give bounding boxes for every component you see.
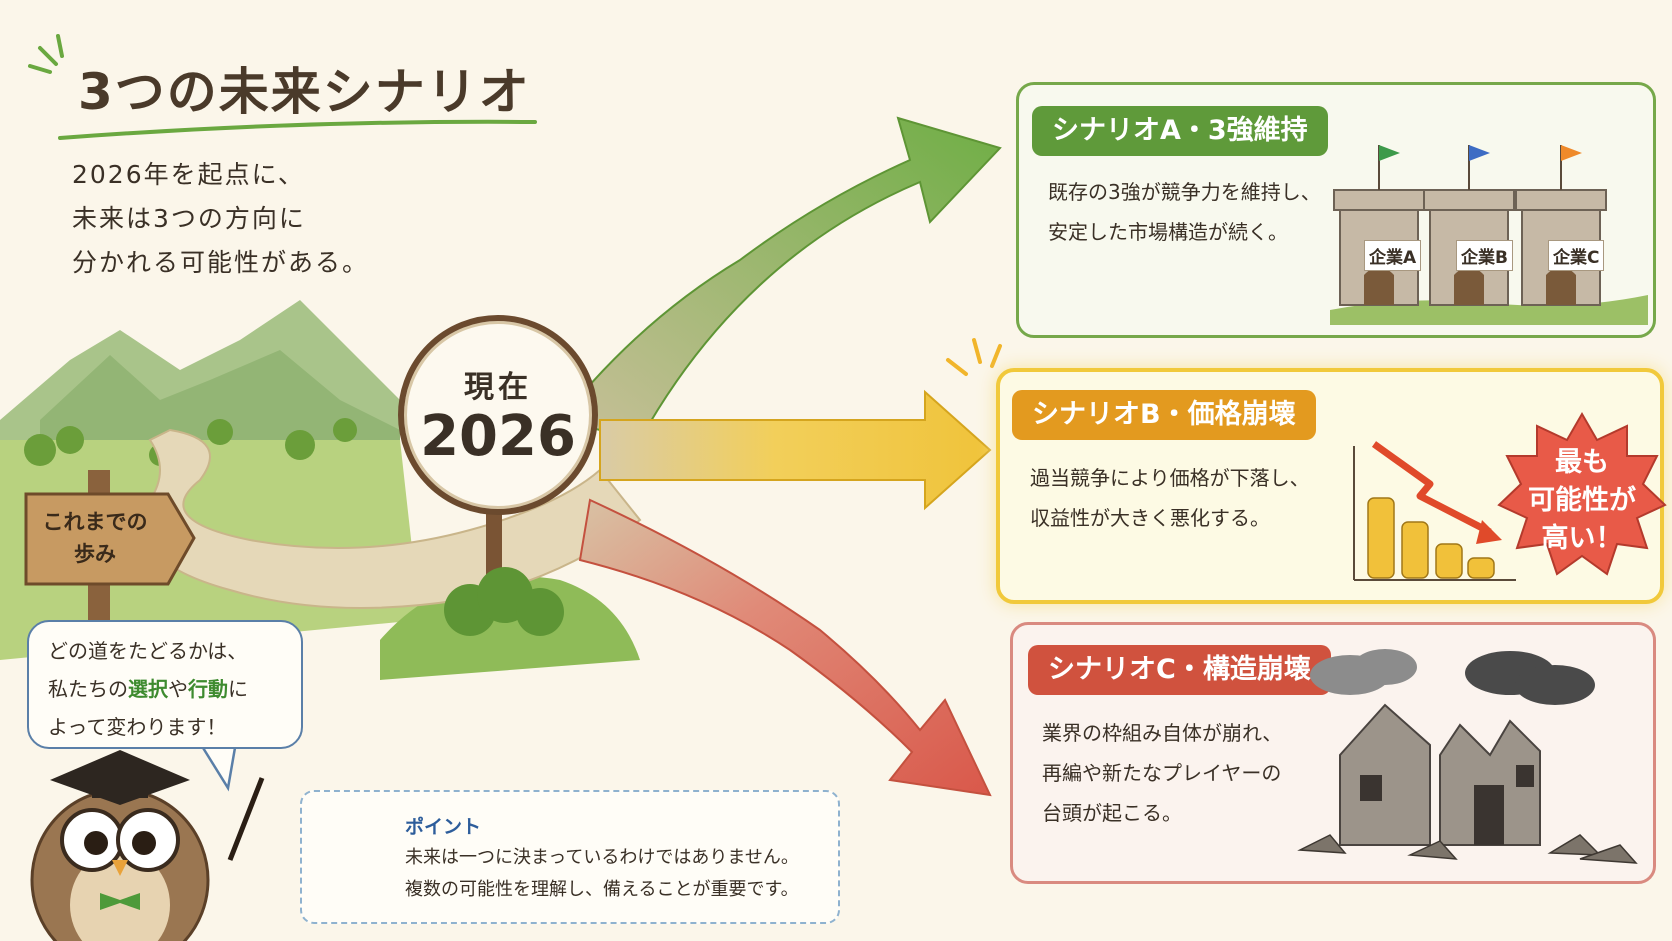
past-sign-text: これまでの 歩み (30, 506, 160, 570)
scenario-b-line: 収益性が大きく悪化する。 (1030, 506, 1270, 530)
bubble-text-post: に (228, 677, 248, 701)
point-title: ポイント (405, 816, 482, 838)
badge-line: 可能性が (1528, 485, 1636, 516)
arrow-scenario-a (558, 116, 1002, 442)
most-likely-badge-text: 最も 可能性が 高い！ (1522, 444, 1642, 558)
scenario-a-line: 安定した市場構造が続く。 (1048, 220, 1288, 244)
company-c-label: 企業C (1548, 240, 1605, 271)
page-title: 3つの未来シナリオ (78, 63, 531, 121)
arrow-scenario-c (578, 498, 992, 797)
bubble-keyword-action: 行動 (188, 677, 228, 701)
sign-year: 2026 (420, 403, 576, 469)
point-body: 未来は一つに決まっているわけではありません。 複数の可能性を理解し、備えることが… (405, 842, 799, 906)
bush (444, 567, 564, 636)
badge-line: 高い！ (1541, 523, 1623, 554)
scenario-c-description: 業界の枠組み自体が崩れ、 再編や新たなプレイヤーの 台頭が起こる。 (1042, 713, 1282, 833)
scenario-a-description: 既存の3強が競争力を維持し、 安定した市場構造が続く。 (1048, 172, 1321, 252)
falling-price-chart-icon (1353, 441, 1516, 581)
scenario-c-line: 業界の枠組み自体が崩れ、 (1042, 721, 1283, 745)
scenario-a-title: シナリオA・3強維持 (1032, 106, 1328, 156)
bubble-text-mid: や (168, 677, 188, 701)
castles-illustration (1330, 145, 1648, 325)
intro-line: 未来は3つの方向に (72, 204, 306, 233)
scenario-c-line: 台頭が起こる。 (1042, 801, 1182, 825)
badge-line: 最も (1555, 447, 1609, 478)
bubble-line: 私たちの選択や行動に (48, 670, 248, 708)
present-sign: 現在 2026 (398, 315, 598, 515)
starburst-badge (1497, 411, 1667, 576)
speech-bubble-text: どの道をたどるかは、 私たちの選択や行動に よって変わります！ (48, 632, 248, 746)
intro-line: 2026年を起点に、 (72, 160, 305, 189)
speech-bubble (27, 620, 303, 749)
scenario-a-line: 既存の3強が競争力を維持し、 (1048, 180, 1321, 204)
point-box (300, 790, 840, 924)
company-a-label: 企業A (1364, 240, 1422, 271)
point-line: 未来は一つに決まっているわけではありません。 (405, 847, 799, 868)
company-b-label: 企業B (1456, 240, 1513, 271)
bubble-keyword-choice: 選択 (128, 677, 168, 701)
wood-sign-board (24, 492, 196, 586)
scenario-b-title: シナリオB・価格崩壊 (1012, 390, 1316, 440)
arrow-scenario-b (599, 389, 992, 511)
intro-text: 2026年を起点に、 未来は3つの方向に 分かれる可能性がある。 (72, 153, 369, 285)
sign-label: 現在 (464, 369, 532, 405)
attention-marks (946, 338, 1002, 376)
scenario-b-line: 過当競争により価格が下落し、 (1030, 466, 1310, 490)
owl-mascot (30, 750, 265, 941)
scenario-c-title: シナリオC・構造崩壊 (1028, 645, 1331, 695)
bubble-text-pre: 私たちの (48, 677, 128, 701)
intro-line: 分かれる可能性がある。 (72, 248, 370, 277)
past-sign-line: これまでの (42, 510, 148, 534)
sign-face: 現在 2026 (398, 315, 598, 515)
bubble-line: どの道をたどるかは、 (48, 639, 248, 663)
sparkle-marks (28, 34, 64, 74)
past-sign-line: 歩み (74, 542, 116, 566)
scenario-c-line: 再編や新たなプレイヤーの (1042, 761, 1282, 785)
bubble-line: よって変わります！ (48, 715, 227, 739)
ruined-buildings-illustration (1297, 649, 1638, 864)
title-underline (58, 119, 537, 140)
point-line: 複数の可能性を理解し、備えることが重要です。 (405, 879, 799, 900)
scenario-b-description: 過当競争により価格が下落し、 収益性が大きく悪化する。 (1030, 458, 1310, 538)
